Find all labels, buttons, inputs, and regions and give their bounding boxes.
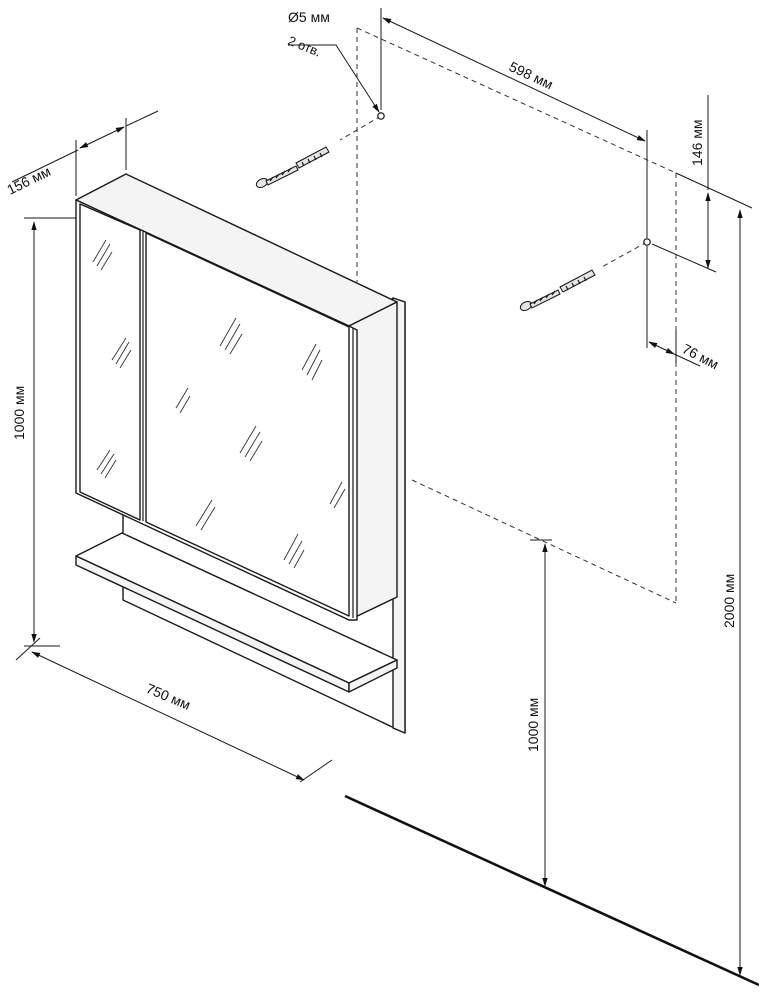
screw-right (519, 269, 596, 312)
hole-count-label: 2 отв. (286, 33, 323, 60)
hole-from-top-label: 146 мм (689, 120, 705, 167)
depth-label: 156 мм (4, 163, 53, 198)
hole-from-side-label: 76 мм (680, 340, 722, 372)
cabinet-height-dimension: 1000 мм (11, 217, 76, 647)
mounting-hole-right (643, 238, 651, 246)
left-mirror-door (79, 203, 141, 521)
hole-from-top-dimension: 146 мм (651, 95, 753, 273)
right-mirror-door (145, 232, 350, 617)
hole-spacing-dimension: 598 мм (380, 8, 648, 238)
cabinet-height-label: 1000 мм (11, 386, 27, 440)
mount-height-dimension: 1000 мм (525, 539, 552, 887)
hole-callout: Ø5 мм 2 отв. (286, 9, 380, 113)
floor-line (344, 794, 759, 987)
screw-left (255, 146, 330, 189)
mirror-cabinet (75, 173, 398, 621)
hole-from-side-dimension: 76 мм (646, 246, 722, 372)
mount-height-label: 1000 мм (525, 698, 541, 752)
mounting-hole-left (377, 112, 385, 120)
hole-diameter-label: Ø5 мм (288, 9, 330, 25)
top-height-label: 2000 мм (721, 574, 737, 628)
top-height-dimension: 2000 мм (721, 209, 743, 976)
